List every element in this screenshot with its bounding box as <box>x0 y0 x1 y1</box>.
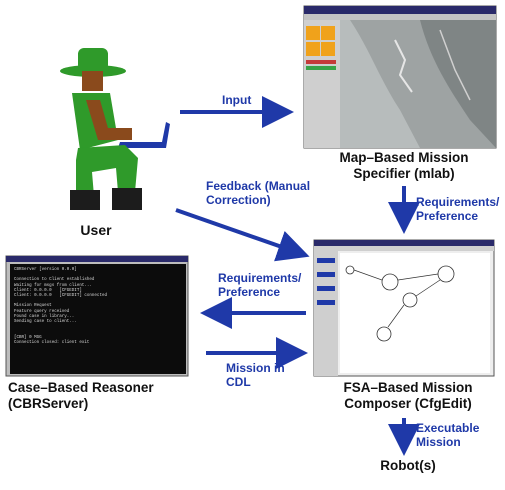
feedback-arrow <box>175 208 310 262</box>
executable-edge-label: Executable Mission <box>416 421 480 450</box>
mission-cdl-edge-label-line1: Mission in <box>226 361 285 375</box>
cbr-server-label-line1: Case–Based Reasoner <box>8 380 154 395</box>
req-right-edge-label-line1: Requirements/ <box>416 195 500 209</box>
req-right-edge-label-line2: Preference <box>416 208 479 223</box>
fsa-composer-label-line2: Composer (CfgEdit) <box>344 395 472 411</box>
feedback-edge-label-line1: Feedback (Manual <box>206 179 311 193</box>
map-specifier-screenshot <box>303 5 497 149</box>
mission-cdl-edge-label-line2: CDL <box>226 374 251 389</box>
req-left-edge-label-line2: Preference <box>218 284 281 299</box>
input-edge-label: Input <box>222 93 252 107</box>
executable-edge-label-line2: Mission <box>416 434 461 449</box>
req-left-edge-label: Requirements/ Preference <box>218 271 302 300</box>
user-label: User <box>80 222 112 238</box>
cbr-server-label: Case–Based Reasoner (CBRServer) <box>8 380 188 411</box>
fsa-composer-label-line1: FSA–Based Mission <box>343 380 473 395</box>
map-specifier-label-line1: Map–Based Mission <box>339 150 469 165</box>
req-left-edge-label-line1: Requirements/ <box>218 271 302 285</box>
cbr-server-label-line2: (CBRServer) <box>8 395 89 411</box>
user-figure-icon <box>60 48 170 210</box>
executable-edge-label-line1: Executable <box>416 421 480 435</box>
mission-cdl-edge-label: Mission in CDL <box>226 361 285 390</box>
cbr-server-terminal <box>5 255 189 377</box>
fsa-composer-screenshot <box>313 239 495 377</box>
map-specifier-label-line2: Specifier (mlab) <box>353 165 455 181</box>
feedback-edge-label: Feedback (Manual Correction) <box>206 179 311 208</box>
req-right-edge-label: Requirements/ Preference <box>416 195 500 224</box>
map-specifier-label: Map–Based Mission Specifier (mlab) <box>318 150 490 181</box>
robot-label: Robot(s) <box>380 458 436 473</box>
arrows <box>175 96 420 456</box>
fsa-composer-label: FSA–Based Mission Composer (CfgEdit) <box>318 380 498 411</box>
terminal-text: CBRServer [version 0.0.0] Connection to … <box>14 268 107 345</box>
feedback-edge-label-line2: Correction) <box>206 192 271 207</box>
